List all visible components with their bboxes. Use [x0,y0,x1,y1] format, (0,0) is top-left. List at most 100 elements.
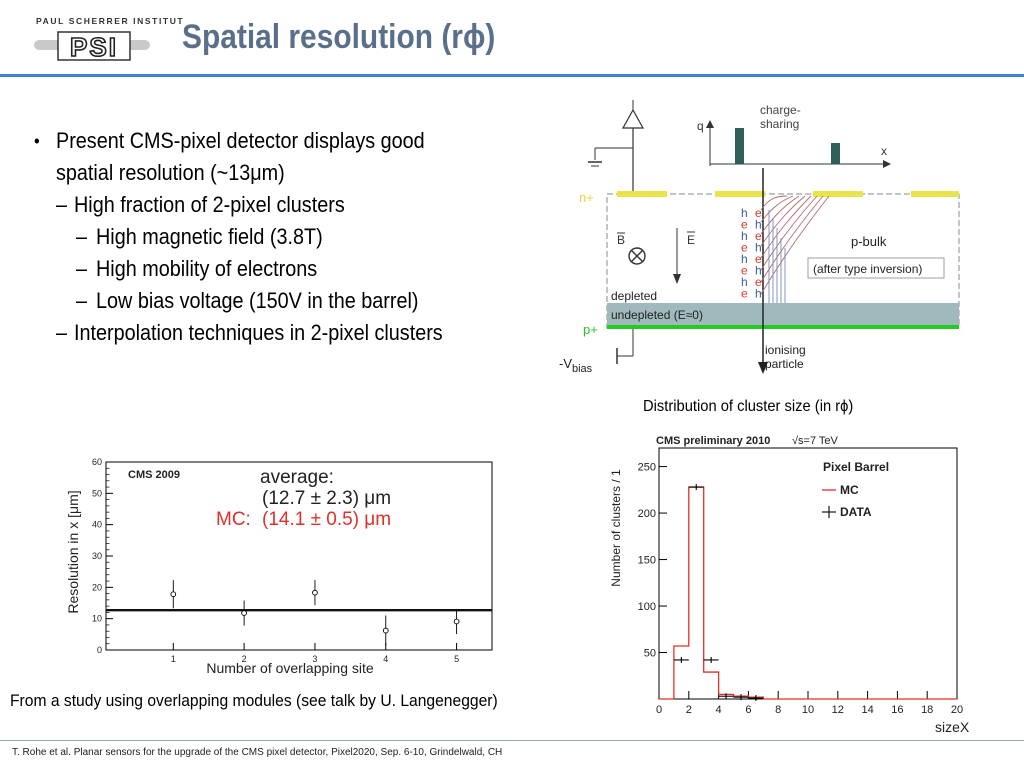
bullet-marker-3: – [76,256,88,281]
resolution-chart: CMS 2009 average: (12.7 ± 2.3) μm MC: (1… [65,457,493,676]
n-implant-2 [715,191,765,197]
average-value: (12.7 ± 2.3) μm [262,488,391,509]
carrier-right-4: e [755,252,762,266]
hist-ytick-label-1: 100 [638,601,656,613]
carrier-right-2: e [755,229,762,243]
bullet-text-5-0: Interpolation techniques in 2-pixel clus… [74,320,443,345]
bullet-marker-1: – [56,192,68,217]
res-xtick-label-1: 2 [242,654,247,664]
ionising-label-1: ionising [765,343,806,357]
bullet-marker-2: – [76,224,88,249]
charge-sharing-label-1: charge- [760,103,801,117]
p-implant [607,325,959,329]
hist-xtick-label-5: 10 [802,704,814,716]
charge-bar-1 [735,128,744,164]
res-ytick-label-0: 0 [97,645,102,655]
hist-xtick-label-0: 0 [656,704,662,716]
logo-text: PAUL SCHERRER INSTITUT [36,16,185,26]
carrier-left-0: h [741,206,748,220]
res-point-3 [382,627,389,634]
hist-ytick-label-3: 200 [638,508,656,520]
cluster-size-chart: CMS preliminary 2010 √s=7 TeV Pixel Barr… [609,435,970,735]
legend-data-label: DATA [840,505,872,519]
psi-logo: PAUL SCHERRER INSTITUT PSI [34,14,183,64]
carrier-right-7: h [755,287,762,301]
res-ytick-label-3: 30 [92,551,102,561]
res-chart-ylabel: Resolution in x [μm] [65,490,81,613]
hist-legend-title: Pixel Barrel [823,460,889,474]
p-plus-label: p+ [583,322,598,337]
bullet-marker-0: • [34,131,40,151]
carrier-right-6: e [755,275,762,289]
carrier-right-1: h [755,218,762,232]
mc-value: (14.1 ± 0.5) μm [262,509,391,530]
hist-ytick-label-0: 50 [644,648,656,660]
res-ytick-label-1: 10 [92,614,102,624]
mc-label: MC: [216,509,251,530]
hole-drift-paths [768,210,786,303]
res-ytick-label-4: 40 [92,520,102,530]
bullet-text-4-0: Low bias voltage (150V in the barrel) [96,288,419,313]
x-label: x [881,144,887,158]
res-xtick-label-3: 4 [383,654,388,664]
charge-sharing-label-2: sharing [760,117,799,131]
vbias-label: -Vbias [559,356,593,375]
res-point-2 [312,589,318,596]
hist-xtick-label-6: 12 [832,704,844,716]
b-field-label: B [617,233,625,247]
hist-ytick-label-2: 150 [638,555,656,567]
average-label: average: [260,467,334,488]
header-rule [0,74,1024,77]
after-inversion-label: (after type inversion) [813,262,922,276]
carrier-left-4: h [741,252,748,266]
res-point-1 [241,610,247,616]
bullet-text-3-0: High mobility of electrons [96,256,318,281]
bullet-text-0-1: spatial resolution (~13μm) [56,160,285,185]
charge-bar-2 [831,143,840,164]
b-field-into-page-icon [628,247,646,265]
hist-ytick-label-4: 250 [638,462,656,474]
p-bulk-label: p-bulk [851,234,887,249]
bullet-text-2-0: High magnetic field (3.8T) [96,224,323,249]
res-chart-xlabel: Number of overlapping site [206,660,374,676]
ionising-label-2: particle [765,357,804,371]
depleted-label: depleted [611,289,657,303]
carrier-right-0: e [755,206,762,220]
carrier-right-3: h [755,241,762,255]
n-implant-1 [617,191,667,197]
q-label: q [697,119,704,133]
legend-mc-label: MC [840,483,859,497]
hist-chart-ylabel: Number of clusters / 1 [609,469,623,587]
bullet-text-1-0: High fraction of 2-pixel clusters [74,192,345,217]
n-implant-3 [813,191,863,197]
res-xtick-label-0: 1 [171,654,176,664]
hist-chart-xlabel: sizeX [935,719,970,735]
res-xtick-label-4: 5 [454,654,459,664]
hist-xtick-label-8: 16 [891,704,903,716]
bullet-marker-4: – [76,288,88,313]
carrier-left-7: e [741,287,748,301]
hist-xtick-label-2: 4 [716,704,722,716]
n-implant-4 [911,191,959,197]
carrier-left-3: e [741,241,748,255]
logo-mark-text: PSI [70,32,118,62]
res-point-0 [170,591,177,598]
hist-xtick-label-7: 14 [861,704,873,716]
res-ytick-label-5: 50 [92,488,102,498]
hist-xtick-label-3: 6 [745,704,751,716]
carrier-right-5: h [755,264,762,278]
carrier-left-5: e [741,264,748,278]
e-field-label: E [687,233,695,247]
undepleted-label: undepleted (E≈0) [611,308,703,322]
res-chart-title: CMS 2009 [128,469,180,481]
caption-cluster-size: Distribution of cluster size (in rϕ) [643,398,854,415]
footer-rule [0,740,1024,741]
res-xtick-label-2: 3 [312,654,317,664]
hist-xtick-label-10: 20 [951,704,963,716]
n-plus-label: n+ [579,190,594,205]
bullet-marker-5: – [56,320,68,345]
psi-logo-mark: PSI [34,31,150,63]
